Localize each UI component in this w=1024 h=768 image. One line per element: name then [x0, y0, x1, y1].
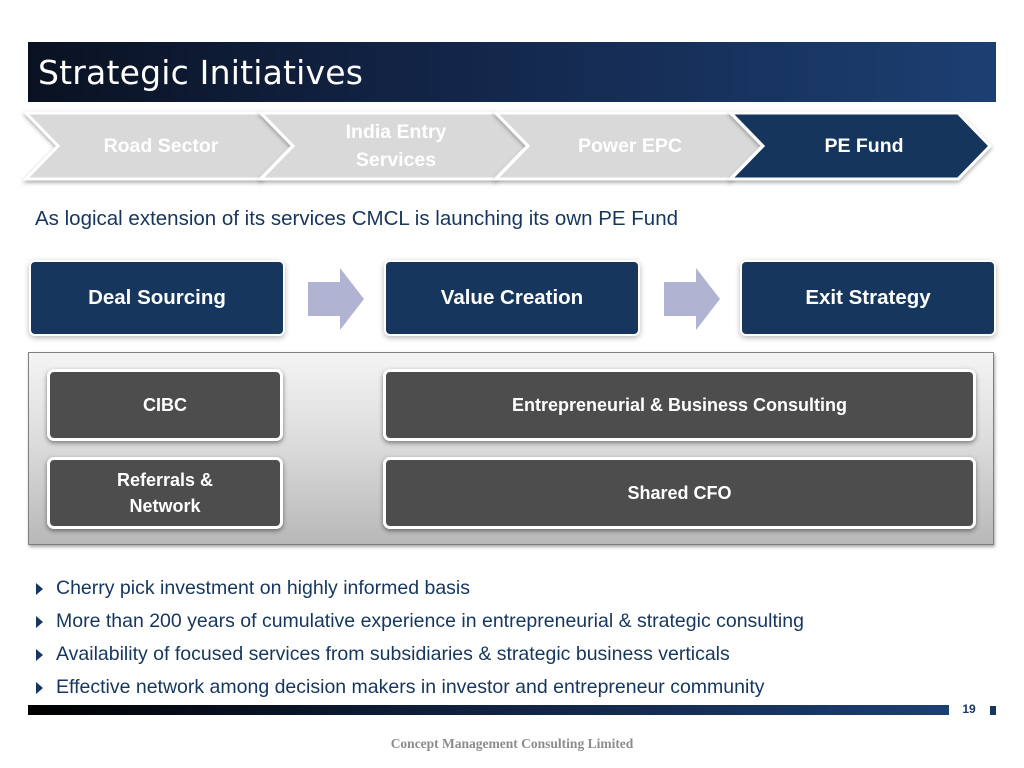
stage-exit-strategy: Exit Strategy — [742, 262, 994, 334]
slide-title: Strategic Initiatives — [38, 53, 364, 92]
capability-consulting: Entrepreneurial & Business Consulting — [383, 369, 976, 441]
process-step-label: Road Sector — [103, 135, 219, 157]
process-step-label: Power EPC — [577, 135, 683, 157]
process-step-1: Road Sector — [70, 113, 252, 179]
process-step-4: PE Fund — [774, 113, 954, 179]
capability-cibc: CIBC — [47, 369, 283, 441]
slide-subtitle: As logical extension of its services CMC… — [35, 207, 678, 230]
right-arrow-icon — [664, 268, 720, 330]
title-bar: Strategic Initiatives — [28, 42, 996, 102]
list-item: Availability of focused services from su… — [36, 640, 804, 673]
list-item: Cherry pick investment on highly informe… — [36, 574, 804, 607]
bullet-triangle-icon — [36, 616, 43, 628]
process-step-label: PE Fund — [824, 135, 904, 157]
capability-referrals: Referrals & Network — [47, 457, 283, 529]
footer-bar — [28, 705, 949, 715]
page-number: 19 — [962, 702, 976, 716]
bullet-list: Cherry pick investment on highly informe… — [36, 574, 804, 706]
stage-value-creation: Value Creation — [386, 262, 638, 334]
footer-square — [990, 706, 996, 715]
capability-referrals-label: Referrals & Network — [116, 470, 214, 516]
process-step-2: India Entry Services — [318, 113, 474, 179]
process-step-3: Power EPC — [540, 113, 720, 179]
list-item: Effective network among decision makers … — [36, 673, 804, 706]
stage-deal-sourcing: Deal Sourcing — [31, 262, 283, 334]
bullet-triangle-icon — [36, 583, 43, 595]
process-step-label: India Entry Services — [345, 121, 447, 171]
right-arrow-icon — [308, 268, 364, 330]
bullet-triangle-icon — [36, 682, 43, 694]
bullet-triangle-icon — [36, 649, 43, 661]
list-item: More than 200 years of cumulative experi… — [36, 607, 804, 640]
capability-shared-cfo: Shared CFO — [383, 457, 976, 529]
footer-company-name: Concept Management Consulting Limited — [390, 736, 634, 751]
